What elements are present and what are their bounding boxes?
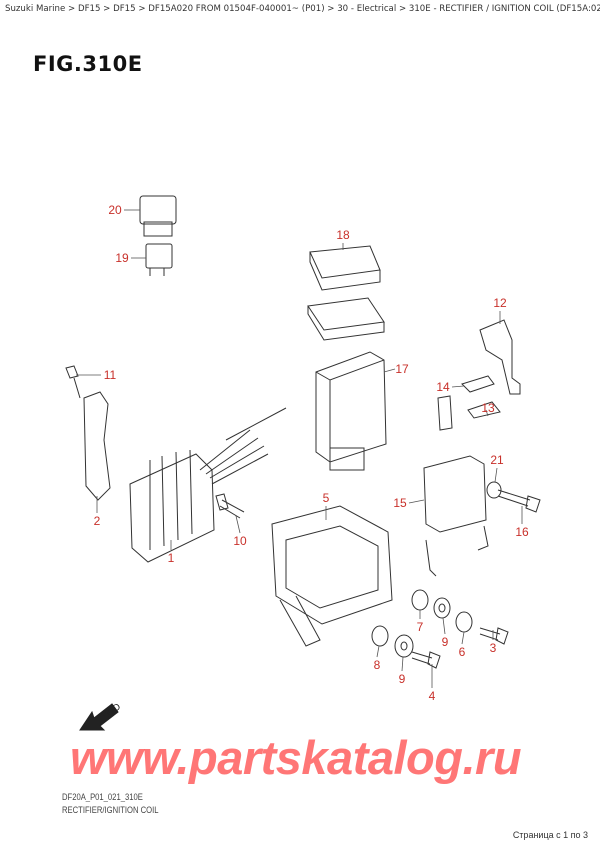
diagram-code: DF20A_P01_021_310E [62, 792, 143, 802]
bolt-part [215, 493, 245, 519]
callout-11[interactable]: 11 [103, 368, 117, 382]
breadcrumb[interactable]: Suzuki Marine > DF15 > DF15 > DF15A020 F… [5, 4, 600, 14]
callout-7[interactable]: 7 [416, 620, 424, 634]
leader-lines [76, 209, 523, 688]
washer-part [486, 481, 502, 499]
fwd-arrow-icon [79, 703, 119, 731]
callout-5[interactable]: 5 [322, 491, 330, 505]
callout-13[interactable]: 13 [481, 401, 495, 415]
callout-20[interactable]: 20 [108, 203, 122, 217]
rectifier-part [129, 407, 287, 563]
callout-18[interactable]: 18 [336, 228, 350, 242]
cdi-unit-part [315, 351, 387, 471]
ignition-coil-part [423, 395, 489, 577]
callout-17[interactable]: 17 [395, 362, 409, 376]
relay-part [139, 195, 177, 276]
bracket-part [83, 391, 111, 501]
callout-9[interactable]: 9 [441, 635, 449, 649]
plug-cap-part [479, 319, 521, 395]
callout-8[interactable]: 8 [373, 658, 381, 672]
diagram-caption: RECTIFIER/IGNITION COIL [62, 805, 159, 815]
callout-6[interactable]: 6 [458, 645, 466, 659]
callout-15[interactable]: 15 [393, 496, 407, 510]
callout-1[interactable]: 1 [167, 551, 175, 565]
page-indicator: Страница с 1 по 3 [512, 830, 588, 840]
watermark: www.partskatalog.ru [70, 731, 522, 784]
callout-19[interactable]: 19 [115, 251, 129, 265]
callout-2[interactable]: 2 [93, 514, 101, 528]
figure-title: FIG.310E [33, 52, 143, 76]
callout-9b[interactable]: 9 [398, 672, 406, 686]
cover-part [307, 245, 385, 341]
bolt-part [411, 651, 441, 669]
bolt-part [65, 365, 81, 399]
fwd-label: FWD [100, 702, 123, 722]
callout-4[interactable]: 4 [428, 689, 436, 703]
callout-21[interactable]: 21 [490, 453, 504, 467]
callout-16[interactable]: 16 [515, 525, 529, 539]
callout-3[interactable]: 3 [489, 641, 497, 655]
holder-part [271, 505, 393, 647]
clamp-part [461, 375, 495, 393]
bolt-part [497, 489, 541, 513]
callout-10[interactable]: 10 [233, 534, 247, 548]
clamp-part [467, 401, 501, 419]
callout-12[interactable]: 12 [493, 296, 507, 310]
callout-14[interactable]: 14 [436, 380, 450, 394]
bolt-part [479, 627, 509, 645]
